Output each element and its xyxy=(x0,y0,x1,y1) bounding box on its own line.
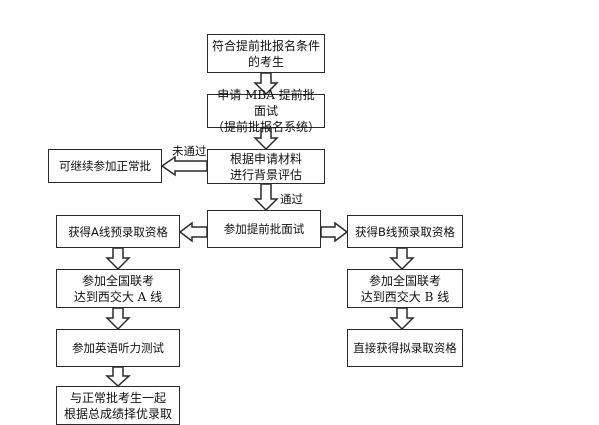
node-a-line-admission: 获得A线预录取资格 xyxy=(56,215,180,248)
node-exam-a-line: 参加全国联考 达到西交大 A 线 xyxy=(56,269,180,308)
arrow-interview-to-b-line xyxy=(320,221,349,243)
node-direct-admission: 直接获得拟录取资格 xyxy=(347,329,463,367)
node-early-interview: 参加提前批面试 xyxy=(207,210,321,248)
arrow-listening-to-merit xyxy=(105,366,131,388)
node-background-review: 根据申请材料 进行背景评估 xyxy=(207,149,325,184)
arrow-apply-to-review xyxy=(253,127,279,151)
node-regular-batch: 可继续参加正常批 xyxy=(48,149,162,183)
node-exam-b-line: 参加全国联考 达到西交大 B 线 xyxy=(347,269,463,308)
arrow-review-to-interview xyxy=(253,183,279,212)
arrow-a-line-to-exam xyxy=(105,247,131,271)
arrow-b-line-to-exam xyxy=(389,247,415,271)
label-pass: 通过 xyxy=(280,192,303,206)
node-merit-admission: 与正常批考生一起 根据总成绩择优录取 xyxy=(56,386,180,425)
arrow-eligible-to-apply xyxy=(253,72,279,96)
arrow-interview-to-a-line xyxy=(178,221,208,243)
arrow-exam-to-listening xyxy=(105,307,131,331)
arrow-review-to-regular xyxy=(160,155,208,177)
node-b-line-admission: 获得B线预录取资格 xyxy=(347,215,463,248)
label-fail: 未通过 xyxy=(172,144,207,158)
node-apply-interview: 申请 MBA 提前批面试 （提前批报名系统） xyxy=(207,88,325,134)
node-eligible-candidates: 符合提前批报名条件 的考生 xyxy=(207,34,325,73)
arrow-exam-to-direct xyxy=(389,307,415,331)
node-english-listening: 参加英语听力测试 xyxy=(56,329,180,367)
